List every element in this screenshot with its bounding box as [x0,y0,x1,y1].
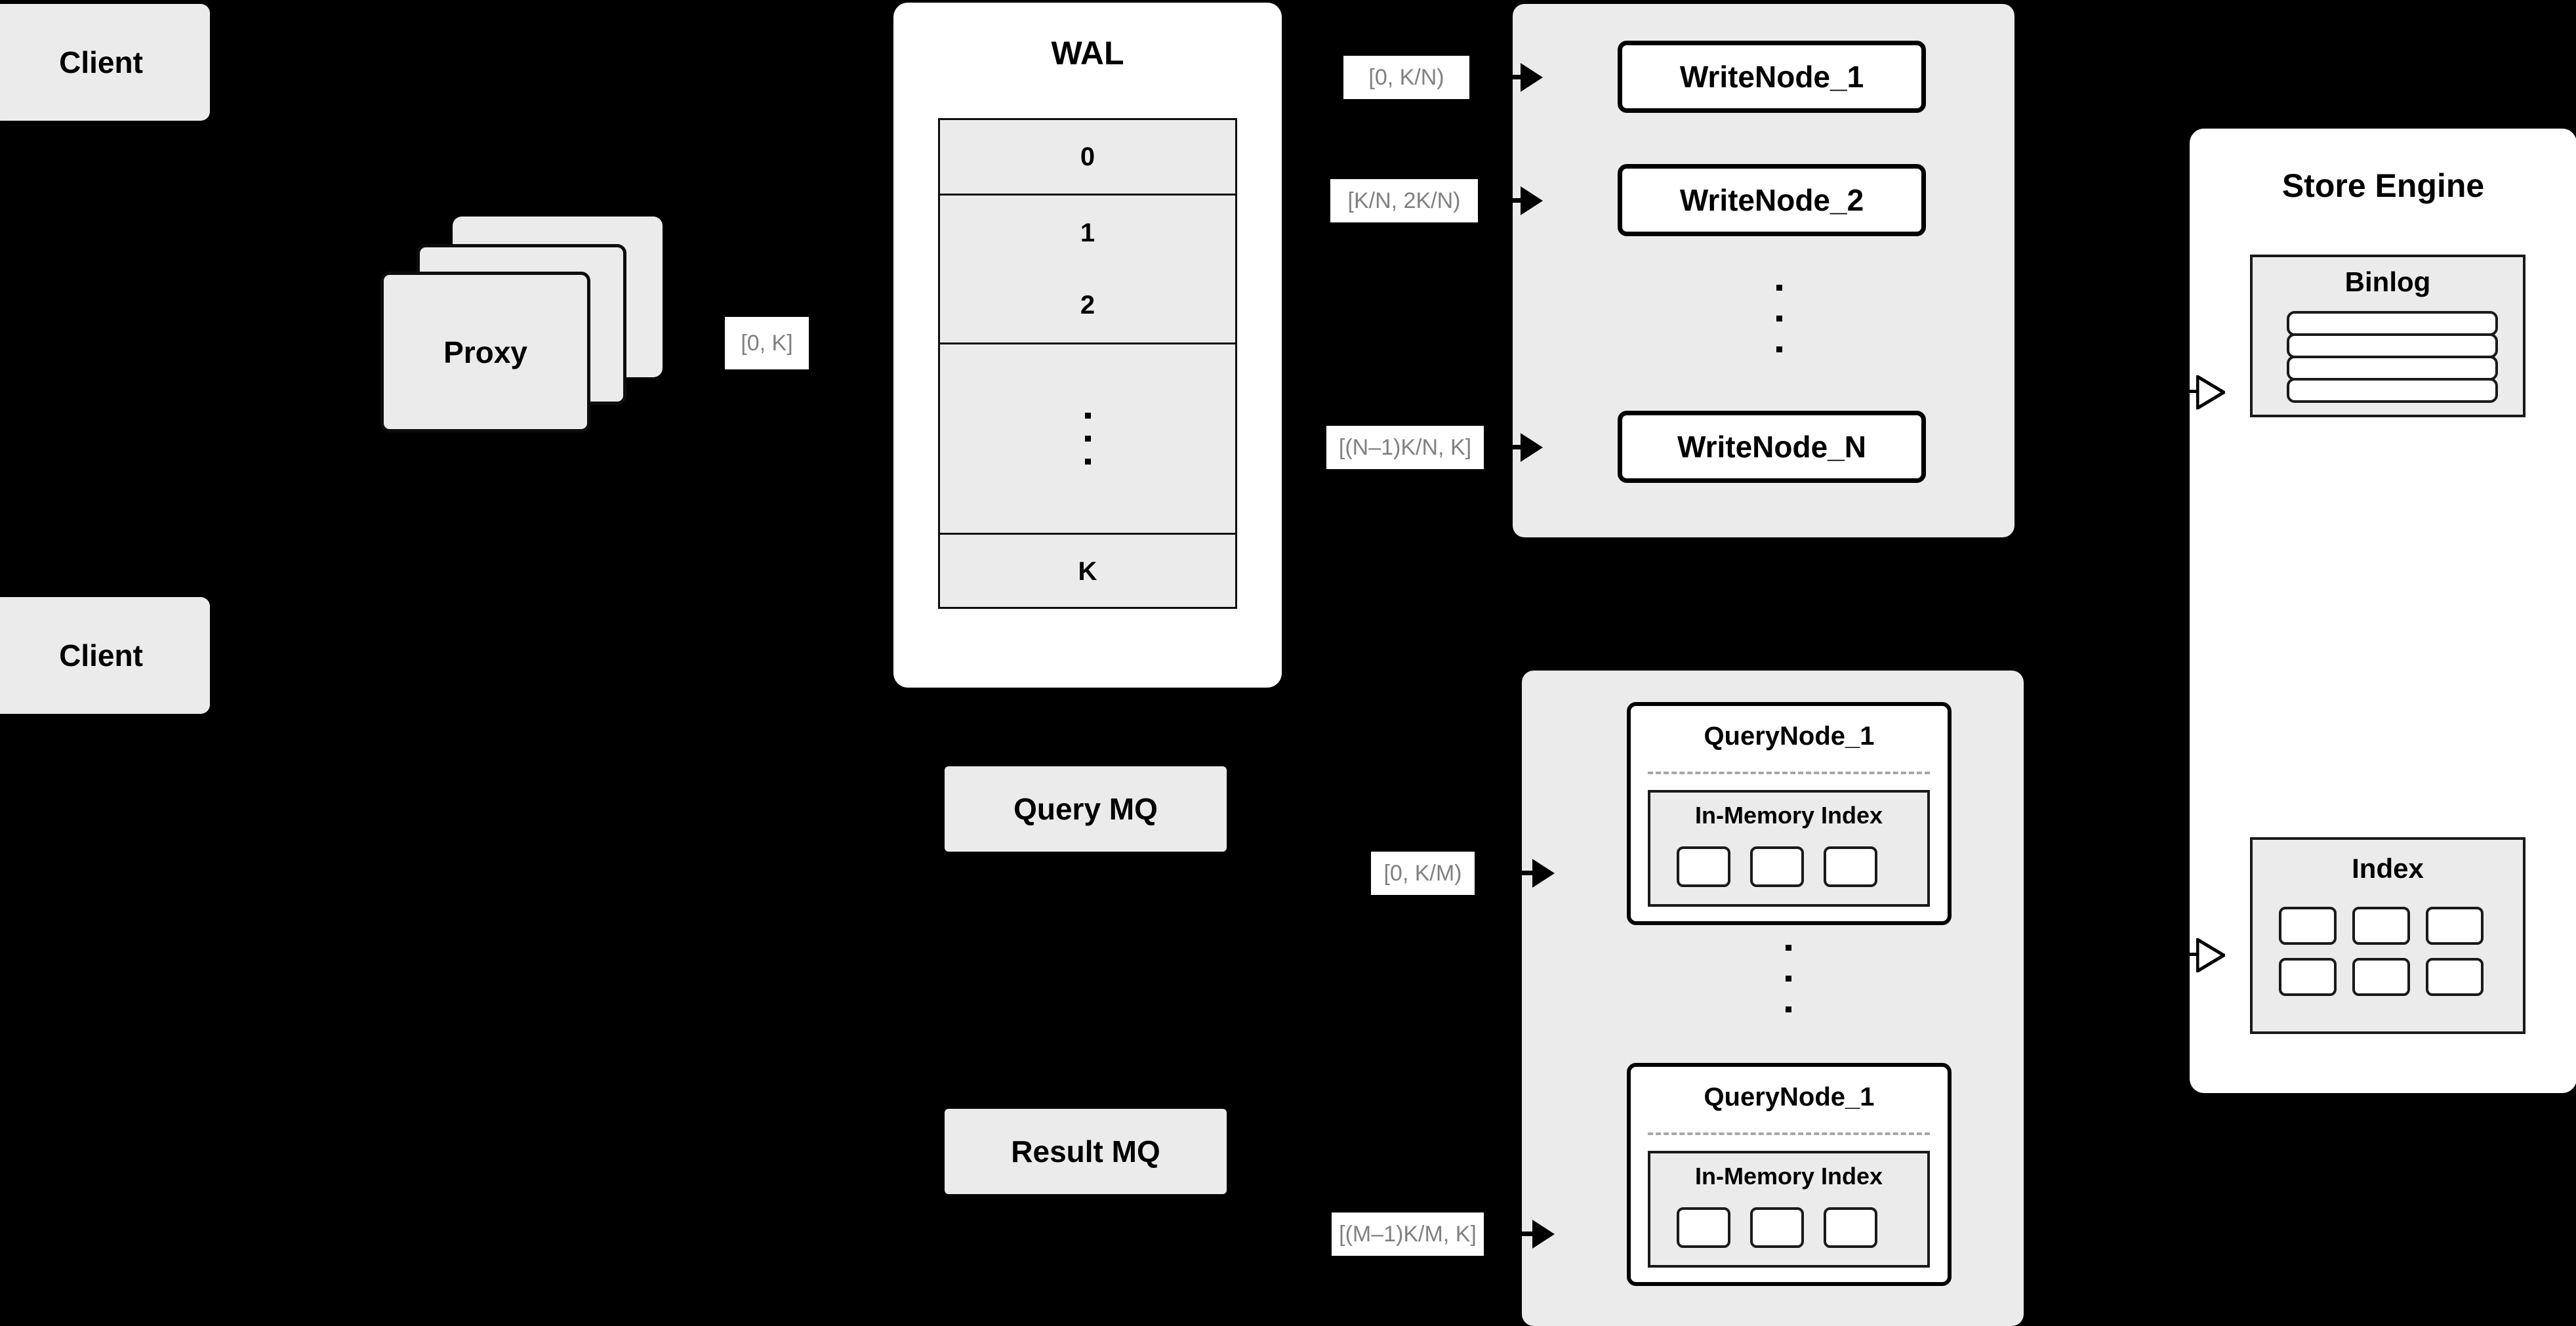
write-range-label-n: [(N–1)K/N, K] [1326,426,1484,469]
binlog-panel: Binlog [2250,255,2525,417]
index-segment[interactable] [1677,1207,1730,1248]
index-segment[interactable] [1824,1207,1877,1248]
write-range-label-1: [0, K/N) [1343,56,1469,99]
proxy-stack[interactable]: Proxy [380,217,689,433]
ellipsis-dot [1084,413,1091,419]
client-label-1: Client [59,45,143,79]
wal-row-0[interactable]: 0 [940,120,1235,196]
query-node-1[interactable]: QueryNode_1 In-Memory Index [1627,702,1952,925]
binlog-entry[interactable] [2287,311,2498,336]
index-cell[interactable] [2426,958,2484,996]
index-segment[interactable] [1750,846,1804,887]
index-segment[interactable] [1677,846,1730,887]
query-node-2-title: QueryNode_1 [1704,1083,1875,1111]
arrow-head-index-icon [2196,938,2225,972]
query-range-label-1: [0, K/M) [1371,852,1475,895]
arrow-line-binlog [2159,390,2203,393]
arrow-line-querynode-1 [1430,871,1535,875]
binlog-entry[interactable] [2287,378,2498,403]
binlog-entry[interactable] [2287,356,2498,381]
query-mq-box[interactable]: Query MQ [945,766,1227,852]
binlog-title: Binlog [2344,266,2431,297]
store-engine-panel: Store Engine Binlog Index [2190,129,2576,1093]
arrow-line-index [2159,953,2203,956]
write-node-1[interactable]: WriteNode_1 [1618,41,1926,113]
index-cell[interactable] [2352,907,2410,945]
arrow-head-writenode-2 [1521,186,1543,215]
proxy-range-label: [0, K] [725,317,809,369]
wal-row-1[interactable]: 1 [1080,218,1095,247]
index-cell[interactable] [2279,958,2337,996]
ellipsis-dot [1084,436,1091,442]
result-mq-label: Result MQ [1011,1134,1160,1169]
in-memory-index-panel-1: In-Memory Index [1648,790,1930,907]
store-engine-title: Store Engine [2281,167,2485,204]
index-segment[interactable] [1824,846,1877,887]
arrow-head-binlog-icon [2196,375,2225,409]
arrow-head-querynode-1 [1532,859,1555,888]
write-range-label-2: [K/N, 2K/N) [1330,179,1478,222]
ellipsis-dot [1786,1006,1791,1012]
index-cell[interactable] [2279,907,2337,945]
proxy-label: Proxy [443,335,527,369]
client-label-2: Client [59,638,143,673]
index-panel: Index [2250,837,2525,1034]
wal-row-ellipsis [940,344,1235,535]
in-memory-index-title-1: In-Memory Index [1694,802,1883,829]
query-node-2-divider [1648,1132,1930,1135]
write-node-n[interactable]: WriteNode_N [1618,411,1926,483]
in-memory-index-panel-2: In-Memory Index [1648,1151,1930,1268]
index-cell[interactable] [2426,907,2484,945]
write-node-cluster: WriteNode_1 WriteNode_2 WriteNode_N [1513,4,2014,537]
query-node-2[interactable]: QueryNode_1 In-Memory Index [1627,1063,1952,1286]
proxy-layer-front[interactable]: Proxy [380,272,590,432]
wal-title: WAL [1051,35,1124,72]
write-node-2[interactable]: WriteNode_2 [1618,164,1926,236]
ellipsis-dot [1786,945,1791,951]
ellipsis-dot [1776,346,1782,352]
query-range-label-2: [(M–1)K/M, K] [1332,1212,1484,1256]
wal-table-lower: 2 K [938,268,1237,609]
arrow-line-writenode-1 [1417,75,1523,79]
binlog-entry[interactable] [2287,333,2498,358]
arrow-head-querynode-2 [1532,1220,1555,1249]
ellipsis-dot [1084,459,1091,465]
ellipsis-dot [1776,285,1782,291]
query-node-1-title: QueryNode_1 [1704,722,1875,751]
ellipsis-dot [1786,976,1791,982]
arrow-head-writenode-n [1521,433,1543,462]
query-node-1-divider [1648,772,1930,774]
ellipsis-dot [1776,316,1782,321]
wal-row-2[interactable]: 2 [940,268,1235,344]
client-box-1[interactable]: Client [0,4,210,121]
wal-row-k[interactable]: K [1078,557,1097,586]
wal-panel: WAL 0 1 2 K [893,3,1282,688]
query-node-cluster: QueryNode_1 In-Memory Index QueryNode_1 [1522,671,2024,1326]
query-mq-label: Query MQ [1013,792,1158,826]
arrow-head-writenode-1 [1521,63,1543,92]
index-cell[interactable] [2352,958,2410,996]
in-memory-index-title-2: In-Memory Index [1694,1163,1883,1190]
write-cluster-ellipsis [1776,285,1782,352]
index-title: Index [2352,853,2424,884]
result-mq-box[interactable]: Result MQ [945,1109,1227,1194]
index-segment[interactable] [1750,1207,1804,1248]
client-box-2[interactable]: Client [0,597,210,714]
query-cluster-ellipsis [1786,945,1791,1012]
